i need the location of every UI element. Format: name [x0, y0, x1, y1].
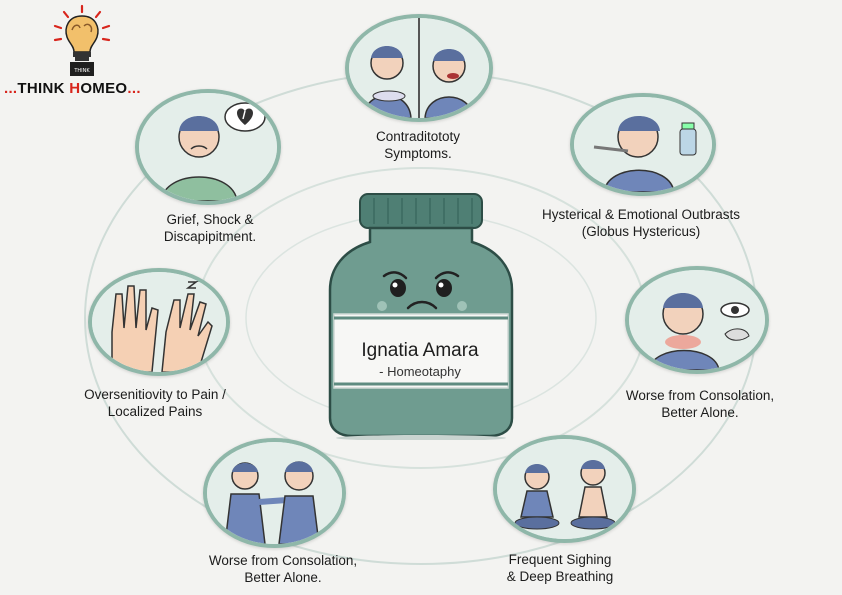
brand-dots-right: ... — [127, 80, 141, 97]
sad-figure-broken-heart-icon — [139, 93, 277, 201]
svg-text:THINK: THINK — [73, 68, 90, 74]
label-contradictory-line1: Contraditototy — [375, 129, 461, 144]
center-title: Ignatia Amara — [361, 340, 479, 361]
label-hysterical: Hysterical & Emotional Outbrasts (Globus… — [510, 206, 772, 240]
sad-face-icon — [377, 271, 467, 311]
node-consolation-right — [625, 266, 769, 374]
label-consolation-left-line2: Better Alone. — [244, 570, 322, 585]
label-consolation-left: Worse from Consolation, Better Alone. — [183, 552, 383, 586]
hands-icon — [92, 272, 226, 372]
brand-wordmark: ...THINK HOMEO... — [4, 80, 141, 97]
brand-h: H — [69, 80, 81, 97]
consoling-figures-icon — [207, 442, 342, 544]
label-contradictory-line2: Symptoms. — [384, 146, 452, 161]
node-contradictory-symptoms — [345, 14, 493, 122]
node-pain-oversensitivity — [88, 268, 230, 376]
node-consolation-left — [203, 438, 346, 548]
node-frequent-sighing — [493, 435, 636, 543]
label-grief-line2: Discapipitment. — [163, 229, 257, 244]
center-subtitle: - Homeotaphy — [379, 364, 461, 379]
label-pain-line1: Oversenitiovity to Pain / — [84, 387, 226, 402]
brand-dots-left: ... — [4, 80, 18, 97]
node-hysterical-outbursts — [570, 93, 716, 196]
node-grief-shock — [135, 89, 281, 205]
label-contradictory: Contraditototy Symptoms. — [318, 128, 518, 162]
label-consolation-right: Worse from Consolation, Better Alone. — [600, 387, 800, 421]
brand-omeo: OMEO — [80, 80, 128, 97]
medicine-bottle — [328, 193, 514, 440]
eating-figures-icon — [349, 18, 489, 118]
label-sighing: Frequent Sighing & Deep Breathing — [460, 551, 660, 585]
label-sighing-line1: Frequent Sighing — [508, 552, 612, 567]
label-grief: Grief, Shock & Discapipitment. — [115, 211, 305, 245]
label-pain-line2: Localized Pains — [107, 404, 203, 419]
spoon-medicine-figure-icon — [574, 97, 712, 192]
label-consolation-right-line1: Worse from Consolation, — [625, 388, 775, 403]
seated-figures-icon — [497, 439, 632, 539]
label-consolation-left-line1: Worse from Consolation, — [208, 553, 358, 568]
label-grief-line1: Grief, Shock & — [166, 212, 254, 227]
label-sighing-line2: & Deep Breathing — [506, 569, 614, 584]
label-consolation-right-line2: Better Alone. — [661, 405, 739, 420]
label-hysterical-line1: Hysterical & Emotional Outbrasts — [541, 207, 741, 222]
brand-think: THINK — [17, 80, 70, 97]
crying-figure-eye-icon — [629, 270, 765, 370]
label-hysterical-line2: (Globus Hystericus) — [581, 224, 701, 239]
label-pain: Oversenitiovity to Pain / Localized Pain… — [40, 386, 270, 420]
lightbulb-logo-icon: THINK — [53, 4, 111, 76]
